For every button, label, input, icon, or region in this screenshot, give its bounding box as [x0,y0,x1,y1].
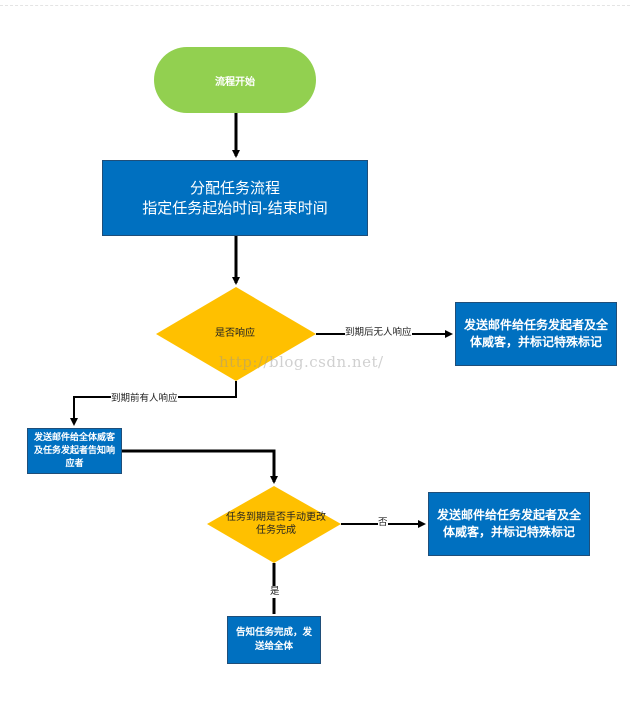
decision-complete-diamond [207,486,341,563]
start-node: 流程开始 [154,47,316,113]
notify-completed-node: 告知任务完成，发送给全体 [227,616,321,664]
watermark: http://blog.csdn.net/ [219,353,384,371]
assign-label-line1: 分配任务流程 [189,179,280,197]
edge-mail-to-decision2 [122,449,278,484]
mail-no-response-node: 发送邮件给任务发起者及全体威客，并标记特殊标记 [455,302,617,366]
mail-not-completed-node: 发送邮件给任务发起者及全体威客，并标记特殊标记 [428,492,590,556]
start-label: 流程开始 [215,76,255,88]
decision-complete-label: 任务到期是否手动更改任务完成 [226,512,326,536]
edge-label-no: 否 [378,517,388,529]
edge-label-yes: 是 [270,586,280,598]
assign-process-node: 分配任务流程 指定任务起始时间-结束时间 [102,160,368,236]
mail-no-response-label: 发送邮件给任务发起者及全体威客，并标记特殊标记 [463,318,608,349]
mail-not-completed-label: 发送邮件给任务发起者及全体威客，并标记特殊标记 [436,508,581,539]
edge-label-after-deadline: 到期后无人响应 [345,327,412,339]
notify-completed-label: 告知任务完成，发送给全体 [235,627,312,652]
decision-respond-diamond [156,287,316,381]
mail-respondent-node: 发送邮件给全体威客及任务发起者告知响应者 [27,428,122,474]
top-divider [0,5,630,6]
assign-label-line2: 指定任务起始时间-结束时间 [142,199,328,217]
mail-respondent-label: 发送邮件给全体威客及任务发起者告知响应者 [33,432,115,469]
decision-respond-label: 是否响应 [215,327,255,339]
edge-label-before-deadline: 到期前有人响应 [111,393,178,405]
